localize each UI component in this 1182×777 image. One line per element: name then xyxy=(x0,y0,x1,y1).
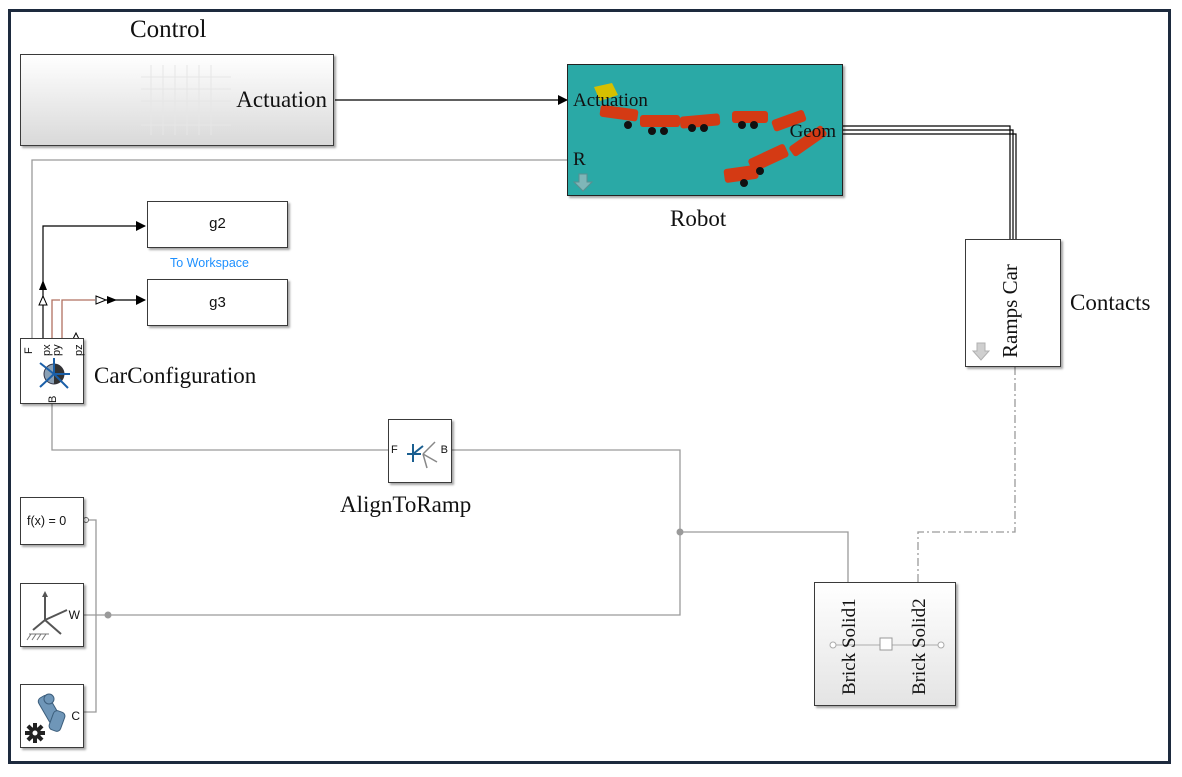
measurement-line-pz[interactable] xyxy=(61,299,95,338)
align-to-ramp-block[interactable]: F B xyxy=(388,419,452,483)
robot-snake-icon xyxy=(594,83,827,187)
car-config-port-f: F xyxy=(23,347,35,354)
g3-filled-arrow xyxy=(107,296,117,304)
contacts-ports: Ramps Car xyxy=(998,264,1022,358)
solver-port-circle xyxy=(83,517,89,523)
measurement-line-py[interactable] xyxy=(51,299,60,338)
rigid-transform-icon xyxy=(407,441,438,469)
g3-to-workspace-block[interactable]: g3 xyxy=(147,279,288,326)
mechanism-port-c: C xyxy=(71,709,80,723)
g2-label: g2 xyxy=(209,215,226,232)
world-frame-block[interactable]: W xyxy=(20,583,84,647)
physical-connection-brick1[interactable] xyxy=(680,531,849,582)
robot-r-port: R xyxy=(573,149,586,170)
robot-down-arrow-icon xyxy=(573,173,593,192)
brick-solid-contact-block[interactable]: Brick Solid1 Brick Solid2 xyxy=(814,582,956,706)
contacts-down-arrow-icon xyxy=(972,342,990,361)
brick-solid2-port: Brick Solid2 xyxy=(909,598,930,695)
contacts-name: Contacts xyxy=(1070,290,1151,315)
car-config-port-pz: pz xyxy=(73,344,85,356)
mechanism-config-gear-icon xyxy=(25,693,66,743)
brick-solid1-port: Brick Solid1 xyxy=(839,598,860,695)
transform-sensor-icon xyxy=(39,358,70,389)
control-title: Control xyxy=(130,16,207,43)
align-port-b: B xyxy=(440,444,448,456)
car-config-port-py: py xyxy=(51,344,63,356)
physical-connection-car-b[interactable] xyxy=(51,404,388,451)
car-config-port-b: B xyxy=(47,395,59,403)
physical-connection-solver[interactable] xyxy=(84,519,97,713)
robot-name: Robot xyxy=(670,206,727,231)
world-port-w: W xyxy=(68,608,80,622)
align-port-f: F xyxy=(391,444,398,456)
robot-actuation-port: Actuation xyxy=(573,90,648,111)
robot-block[interactable]: Actuation Geom R xyxy=(567,64,843,196)
world-frame-icon xyxy=(26,591,68,641)
contact-force-icon xyxy=(829,637,945,651)
contact-connection-line[interactable] xyxy=(917,367,1016,582)
junction-dot-left xyxy=(104,611,112,619)
geometry-connection-line[interactable] xyxy=(842,125,1017,240)
g2-to-workspace-block[interactable]: g2 xyxy=(147,201,288,248)
car-configuration-name: CarConfiguration xyxy=(94,363,257,388)
robot-geom-port: Geom xyxy=(789,121,836,142)
solver-configuration-block[interactable]: f(x) = 0 xyxy=(20,497,84,545)
control-grid-icon xyxy=(141,65,231,135)
mechanism-configuration-block[interactable]: C xyxy=(20,684,84,748)
control-actuation-port: Actuation xyxy=(236,87,327,112)
branch-arrow-up xyxy=(39,280,47,290)
solver-label: f(x) = 0 xyxy=(27,514,67,528)
signal-line-px-to-g2[interactable] xyxy=(42,221,146,338)
contacts-block[interactable]: Ramps Car xyxy=(965,239,1061,367)
g2-caption: To Workspace xyxy=(170,256,249,270)
physical-connection-robot-r[interactable] xyxy=(31,159,567,338)
align-to-ramp-name: AlignToRamp xyxy=(340,492,472,517)
g3-open-arrow xyxy=(95,295,108,305)
control-block[interactable]: Actuation xyxy=(20,54,334,146)
branch-arrow-open xyxy=(38,294,48,306)
junction-dot-right xyxy=(676,528,684,536)
g3-label: g3 xyxy=(209,294,226,311)
car-configuration-block[interactable]: F px py pz B xyxy=(20,338,85,404)
